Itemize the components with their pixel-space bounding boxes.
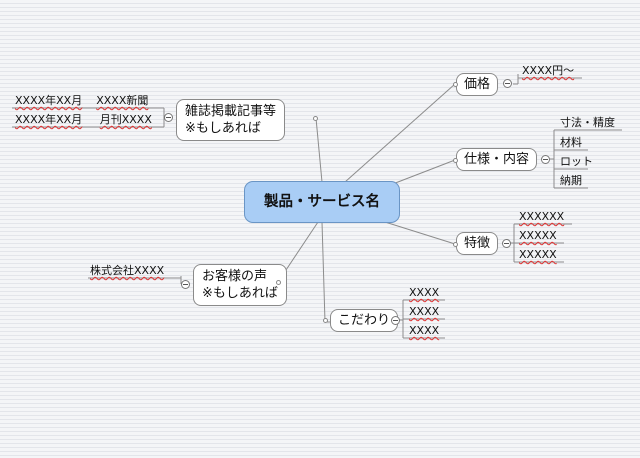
leaf-magazine-0-media: XXXX新聞 bbox=[96, 94, 149, 107]
branch-feature[interactable]: 特徴 bbox=[456, 232, 499, 255]
branch-spec-label: 仕様・内容 bbox=[464, 152, 530, 167]
collapse-voice-icon[interactable] bbox=[181, 280, 190, 289]
branch-price[interactable]: 価格 bbox=[456, 73, 499, 96]
leaf-magazine-1-gap bbox=[86, 113, 97, 126]
leaf-magazine-0[interactable]: XXXX年XX月 XXXX新聞 bbox=[15, 94, 148, 107]
branch-magazine-line2: ※もしあれば bbox=[185, 121, 261, 136]
branch-customer-voice-line2: ※もしあれば bbox=[202, 286, 278, 301]
branch-price-label: 価格 bbox=[464, 77, 491, 92]
connector-feature bbox=[384, 221, 456, 245]
collapse-magazine-icon[interactable] bbox=[164, 113, 173, 122]
leaf-feature-1[interactable]: XXXXX bbox=[519, 229, 557, 242]
collapse-commitment-icon[interactable] bbox=[391, 316, 400, 325]
leaf-commitment-0[interactable]: XXXX bbox=[409, 286, 439, 299]
leaf-spec-0[interactable]: 寸法・精度 bbox=[560, 116, 615, 129]
handle-commitment-icon[interactable] bbox=[323, 318, 328, 323]
leaf-voice-0-text: 株式会社XXXX bbox=[90, 264, 164, 277]
handle-price-icon[interactable] bbox=[453, 82, 458, 87]
leaf-spec-0-text: 寸法・精度 bbox=[560, 116, 615, 129]
leaf-feature-0-text: XXXXXX bbox=[519, 210, 565, 223]
leaf-commitment-2-text: XXXX bbox=[409, 324, 440, 337]
leaf-commitment-1-text: XXXX bbox=[409, 305, 440, 318]
branch-magazine[interactable]: 雑誌掲載記事等 ※もしあれば bbox=[176, 99, 286, 141]
leaf-voice-0-name: 株式会社XXXX bbox=[90, 264, 165, 277]
branch-magazine-line1: 雑誌掲載記事等 bbox=[185, 104, 277, 119]
leaf-feature-1-text: XXXXX bbox=[519, 229, 557, 242]
leaf-spec-3[interactable]: 納期 bbox=[560, 174, 582, 187]
leaf-spec-2[interactable]: ロット bbox=[560, 155, 593, 168]
handle-feature-icon[interactable] bbox=[453, 242, 458, 247]
leaf-spec-1-text: 材料 bbox=[560, 136, 582, 149]
leaf-spec-1[interactable]: 材料 bbox=[560, 136, 582, 149]
branch-commitment[interactable]: こだわり bbox=[330, 309, 399, 332]
central-topic-label: 製品・サービス名 bbox=[264, 193, 380, 210]
branch-customer-voice[interactable]: お客様の声 ※もしあれば bbox=[193, 264, 287, 306]
leaf-commitment-0-text: XXXX bbox=[409, 286, 440, 299]
leaf-feature-2-text: XXXXX bbox=[519, 248, 557, 261]
connector-commitment bbox=[321, 221, 326, 323]
leaf-commitment-2[interactable]: XXXX bbox=[409, 324, 439, 337]
leaf-price-0[interactable]: XXXX円～ bbox=[522, 64, 574, 77]
handle-voice-icon[interactable] bbox=[276, 280, 281, 285]
collapse-feature-icon[interactable] bbox=[502, 239, 511, 248]
connector-price bbox=[344, 83, 456, 183]
leaf-magazine-1-date: XXXX年XX月 bbox=[15, 113, 83, 126]
leaf-magazine-1-media: 月刊XXXX bbox=[99, 113, 152, 126]
branch-spec[interactable]: 仕様・内容 bbox=[456, 148, 538, 171]
connector-magazine bbox=[315, 117, 323, 183]
branch-customer-voice-line1: お客様の声 bbox=[202, 269, 268, 284]
leaf-magazine-1[interactable]: XXXX年XX月 月刊XXXX bbox=[15, 113, 152, 126]
handle-spec-icon[interactable] bbox=[453, 158, 458, 163]
handle-magazine-icon[interactable] bbox=[313, 116, 318, 121]
leaf-feature-2[interactable]: XXXXX bbox=[519, 248, 557, 261]
leaf-magazine-0-gap bbox=[86, 94, 93, 107]
leaf-commitment-1[interactable]: XXXX bbox=[409, 305, 439, 318]
branch-commitment-label: こだわり bbox=[338, 313, 391, 328]
collapse-price-icon[interactable] bbox=[503, 79, 512, 88]
leaf-magazine-0-date: XXXX年XX月 bbox=[15, 94, 83, 107]
central-topic[interactable]: 製品・サービス名 bbox=[244, 181, 400, 223]
leaf-feature-0[interactable]: XXXXXX bbox=[519, 210, 564, 223]
collapse-spec-icon[interactable] bbox=[541, 155, 550, 164]
leaf-spec-3-text: 納期 bbox=[560, 174, 582, 187]
branch-feature-label: 特徴 bbox=[464, 236, 491, 251]
leaf-spec-2-text: ロット bbox=[560, 155, 593, 168]
leaf-price-0-text: XXXX円～ bbox=[522, 64, 575, 77]
leaf-voice-0[interactable]: 株式会社XXXX bbox=[90, 264, 164, 277]
